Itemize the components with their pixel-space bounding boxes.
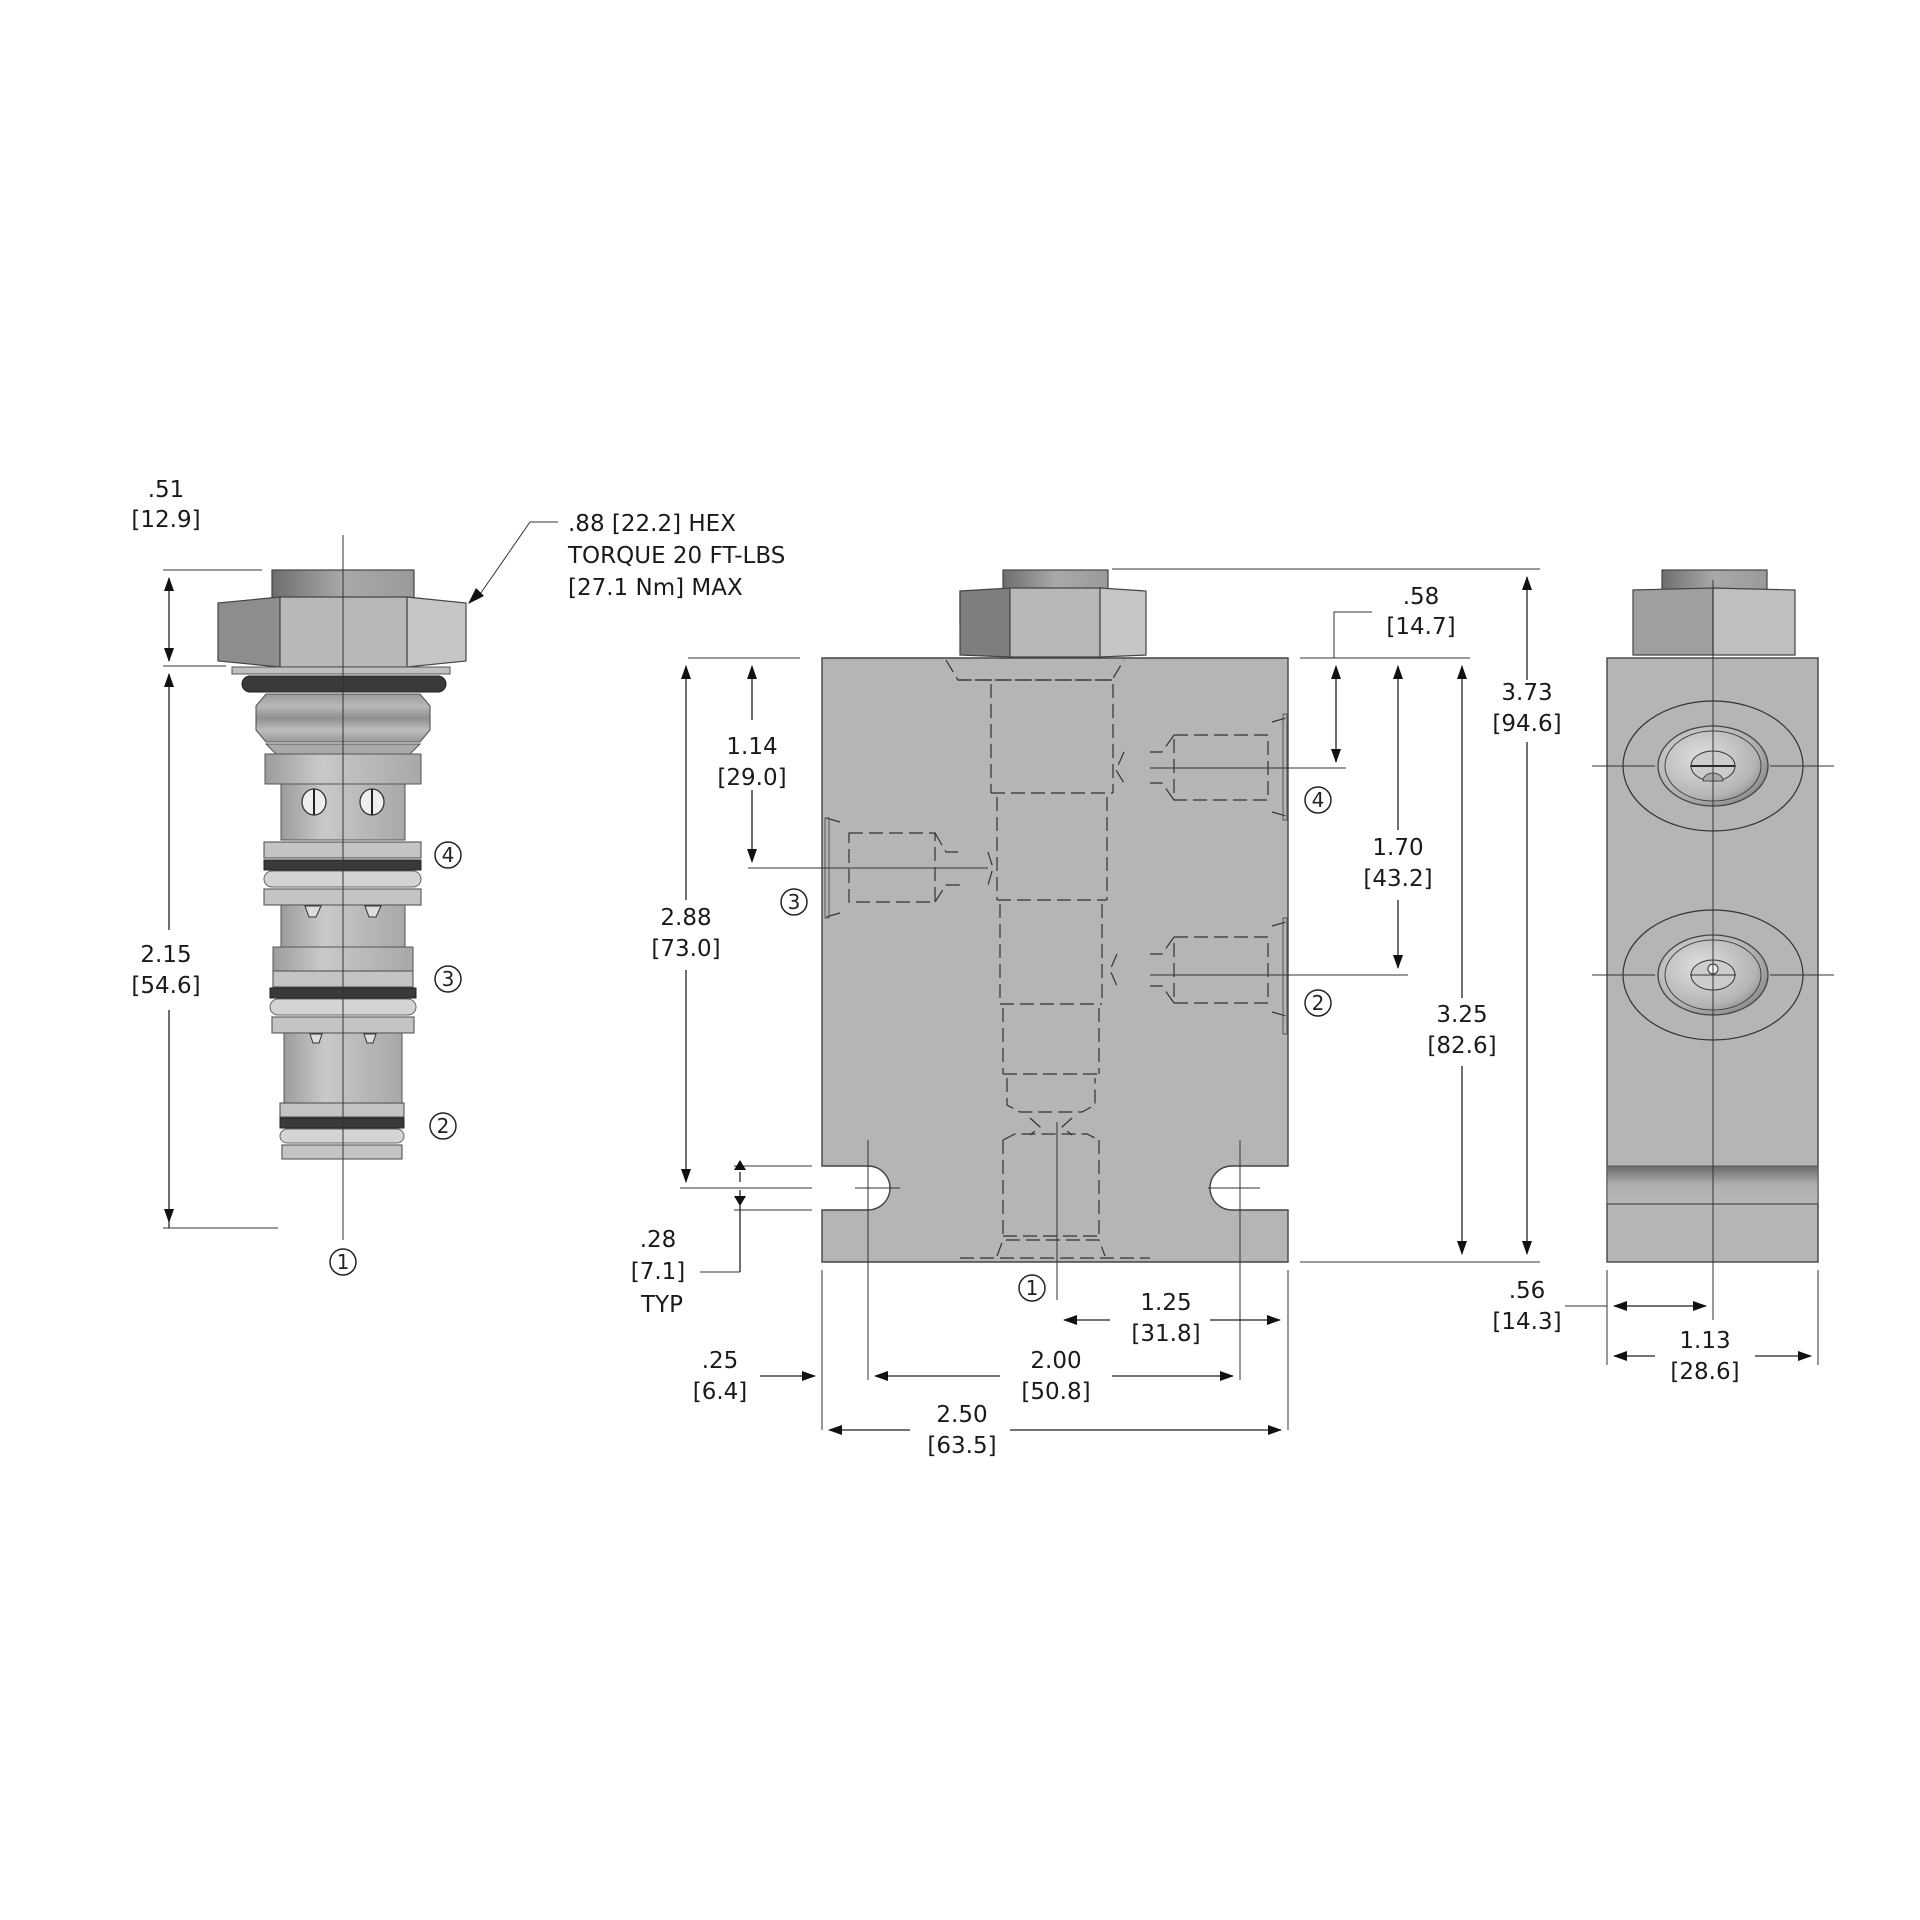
dim-port3-mm: [29.0] — [717, 765, 786, 791]
dim-block-height-mm: [82.6] — [1427, 1033, 1496, 1059]
port-label-4: 4 — [434, 841, 462, 869]
port-4-holes — [301, 788, 385, 816]
hidden-cavity-lines — [825, 659, 1287, 1259]
dim-port1-edge-mm: [31.8] — [1131, 1321, 1200, 1347]
block-port-label-3: 3 — [780, 888, 808, 916]
dim-center-offset-in: .56 — [1509, 1278, 1546, 1304]
dim-port4-port2-mm: [43.2] — [1363, 866, 1432, 892]
block-port-label-1: 1 — [1018, 1274, 1046, 1302]
dim-overall-height-in: 3.73 — [1501, 680, 1552, 706]
svg-text:4: 4 — [1312, 788, 1325, 812]
dim-port4-mm: [14.7] — [1386, 614, 1455, 640]
dim-slot-spacing-in: 2.00 — [1030, 1348, 1081, 1374]
dim-block-width-in: 2.50 — [936, 1402, 987, 1428]
dim-body-length-mm: [54.6] — [131, 973, 200, 999]
svg-text:2: 2 — [1312, 991, 1325, 1015]
manifold-block — [821, 657, 1289, 1263]
port-label-2: 2 — [429, 1112, 457, 1140]
dim-block-depth-mm: [28.6] — [1670, 1359, 1739, 1385]
hex-note-line1: .88 [22.2] HEX — [568, 511, 736, 537]
dim-block-depth-in: 1.13 — [1679, 1328, 1730, 1354]
svg-text:3: 3 — [442, 967, 455, 991]
svg-text:4: 4 — [442, 843, 455, 867]
dim-port4-in: .58 — [1403, 584, 1440, 610]
svg-text:1: 1 — [1026, 1276, 1039, 1300]
svg-text:3: 3 — [788, 890, 801, 914]
dim-block-height-in: 3.25 — [1436, 1002, 1487, 1028]
cartridge-view: .51 [12.9] 2.15 [54.6] .88 [22.2] HEX TO… — [131, 477, 785, 1276]
block-front-view: 2.88 [73.0] 1.14 [29.0] .28 [7.1] TYP .5… — [631, 568, 1562, 1459]
dim-body-length-in: 2.15 — [140, 942, 191, 968]
dim-port1-edge-in: 1.25 — [1140, 1290, 1191, 1316]
block-hex-nut — [959, 587, 1147, 658]
dim-slot-edge-in: .25 — [702, 1348, 739, 1374]
dim-overall-height-mm: [94.6] — [1492, 711, 1561, 737]
dim-port3-in: 1.14 — [726, 734, 777, 760]
dim-hex-height-mm: [12.9] — [131, 507, 200, 533]
dim-mount-hole-mm: [73.0] — [651, 936, 720, 962]
dim-slot-width-mm: [7.1] — [631, 1259, 686, 1285]
dim-slot-width-note: TYP — [640, 1292, 683, 1318]
dim-port4-port2-in: 1.70 — [1372, 835, 1423, 861]
block-port-label-2: 2 — [1304, 989, 1332, 1017]
dim-slot-edge-mm: [6.4] — [693, 1379, 748, 1405]
block-side-view: .56 [14.3] 1.13 [28.6] — [1492, 569, 1834, 1385]
svg-text:2: 2 — [437, 1114, 450, 1138]
port-label-1: 1 — [329, 1248, 357, 1276]
dim-slot-spacing-mm: [50.8] — [1021, 1379, 1090, 1405]
hex-note-line2: TORQUE 20 FT-LBS — [567, 543, 785, 569]
port-label-3: 3 — [434, 965, 462, 993]
dim-mount-hole-in: 2.88 — [660, 905, 711, 931]
dim-hex-height-in: .51 — [148, 477, 185, 503]
dim-block-width-mm: [63.5] — [927, 1433, 996, 1459]
dim-slot-width-in: .28 — [640, 1227, 677, 1253]
oring — [241, 675, 447, 693]
cartridge-hex-nut — [217, 596, 467, 668]
block-port-label-4: 4 — [1304, 786, 1332, 814]
hex-note-line3: [27.1 Nm] MAX — [568, 575, 743, 601]
svg-text:1: 1 — [337, 1250, 350, 1274]
dim-center-offset-mm: [14.3] — [1492, 1309, 1561, 1335]
